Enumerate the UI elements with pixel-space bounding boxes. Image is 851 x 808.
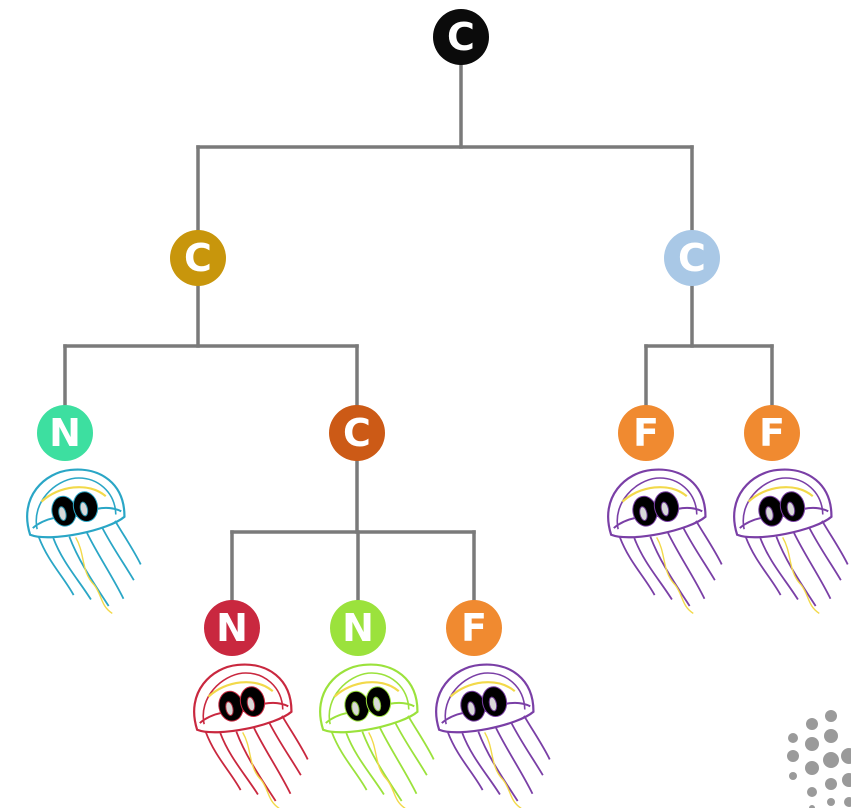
node-label: C (678, 236, 706, 280)
node-label: N (216, 606, 248, 650)
node-circle (744, 405, 800, 461)
node-circle (37, 405, 93, 461)
logo-dot (805, 761, 819, 775)
logo-dot (824, 729, 838, 743)
logo-dot (827, 798, 835, 806)
jellyfish-icon (426, 653, 560, 808)
tree-node-root: C (433, 9, 489, 65)
logo-dot (788, 733, 798, 743)
node-circle (618, 405, 674, 461)
logo-dot (825, 778, 837, 790)
logo-dot (825, 710, 837, 722)
node-label: F (633, 411, 659, 455)
jellyfish-icon (598, 458, 732, 628)
node-label: C (343, 411, 371, 455)
logo-dot (809, 805, 815, 808)
node-label: C (184, 236, 212, 280)
logo-dot (841, 748, 851, 764)
logo-dot (789, 772, 797, 780)
node-circle (204, 600, 260, 656)
logo-dot (842, 773, 851, 787)
logo-dot (787, 750, 799, 762)
node-label: C (447, 15, 475, 59)
tree-node-n-lime: N (330, 600, 386, 656)
node-circle (330, 600, 386, 656)
tree-node-f-r1: F (618, 405, 674, 461)
jellyfish-illustrations (17, 458, 851, 808)
logo-dot (805, 737, 819, 751)
node-label: F (759, 411, 785, 455)
tree-nodes: C C C N C F F N N F (37, 9, 800, 656)
node-label: F (461, 606, 487, 650)
tree-node-c-mid: C (329, 405, 385, 461)
tree-node-n-red: N (204, 600, 260, 656)
node-circle (170, 230, 226, 286)
jellyfish-icon (184, 653, 318, 808)
tree-node-c-left: C (170, 230, 226, 286)
node-circle (446, 600, 502, 656)
logo-dot (807, 787, 817, 797)
jellyfish-icon (310, 653, 444, 808)
logo-dot (806, 718, 818, 730)
node-circle (329, 405, 385, 461)
tree-edges (63, 61, 774, 604)
tree-node-f-r2: F (744, 405, 800, 461)
node-circle (664, 230, 720, 286)
tree-node-n-mint: N (37, 405, 93, 461)
node-label: N (342, 606, 374, 650)
dot-grid-logo (787, 710, 851, 808)
node-label: N (49, 411, 81, 455)
tree-node-f-b: F (446, 600, 502, 656)
tree-node-c-right: C (664, 230, 720, 286)
logo-dot (823, 752, 839, 768)
jellyfish-icon (17, 458, 151, 628)
node-circle (433, 9, 489, 65)
jellyfish-icon (724, 458, 851, 628)
logo-dot (844, 797, 851, 807)
